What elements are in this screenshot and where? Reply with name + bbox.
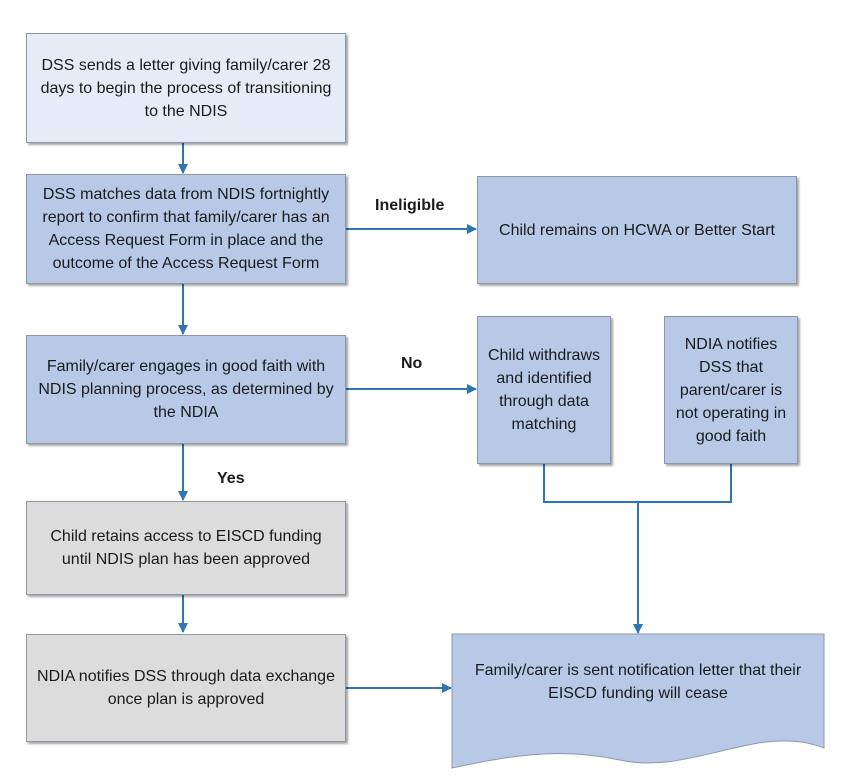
label-yes: Yes [217, 470, 245, 487]
label-ineligible: Ineligible [375, 197, 445, 214]
document-shape-outline [451, 633, 825, 769]
label-no: No [401, 355, 423, 372]
step-dss-matches-data-text: DSS matches data from NDIS fortnightly r… [42, 186, 330, 272]
step-ndia-notifies-dss-text: NDIA notifies DSS through data exchange … [37, 668, 335, 708]
step-child-retains-access: Child retains access to EISCD funding un… [26, 501, 346, 595]
step-dss-matches-data: DSS matches data from NDIS fortnightly r… [26, 174, 346, 284]
step-dss-sends-letter-text: DSS sends a letter giving family/carer 2… [40, 56, 332, 120]
outcome-ndia-notifies-bad-faith: NDIA notifies DSS that parent/carer is n… [664, 316, 798, 464]
end-notification-letter-text: Family/carer is sent notification letter… [474, 662, 802, 702]
step-ndia-notifies-dss: NDIA notifies DSS through data exchange … [26, 634, 346, 742]
step-family-engages-text: Family/carer engages in good faith with … [38, 358, 334, 421]
step-dss-sends-letter: DSS sends a letter giving family/carer 2… [26, 33, 346, 143]
outcome-child-remains-text: Child remains on HCWA or Better Start [499, 221, 775, 239]
outcome-child-remains: Child remains on HCWA or Better Start [477, 176, 797, 284]
outcome-ndia-notifies-bad-faith-text: NDIA notifies DSS that parent/carer is n… [675, 335, 787, 445]
end-notification-letter: Family/carer is sent notification letter… [452, 640, 824, 724]
outcome-child-withdraws-text: Child withdraws and identified through d… [487, 347, 601, 433]
outcome-child-withdraws: Child withdraws and identified through d… [477, 316, 611, 464]
step-child-retains-access-text: Child retains access to EISCD funding un… [50, 528, 322, 568]
step-family-engages: Family/carer engages in good faith with … [26, 335, 346, 444]
